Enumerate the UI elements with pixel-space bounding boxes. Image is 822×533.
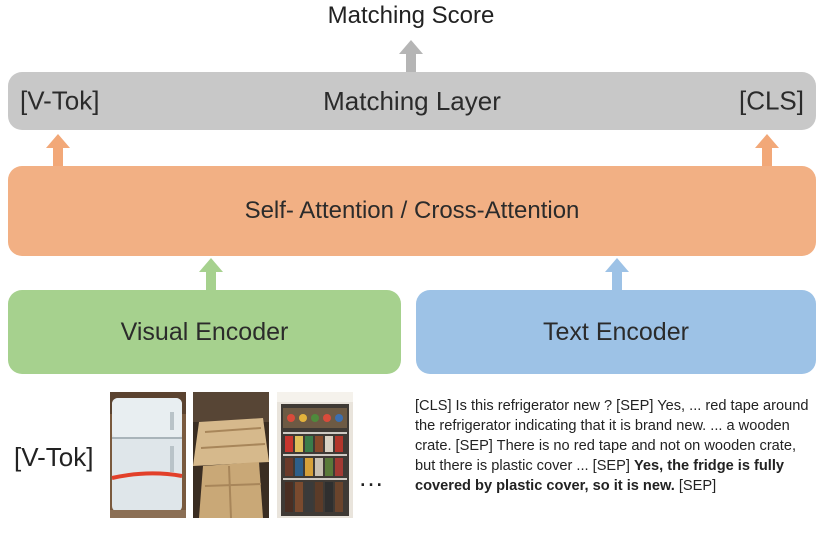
matching-layer-vtok-label: [V-Tok] <box>20 85 100 116</box>
dialogue-answer-bold: Yes, the fridge is fully covered by plas… <box>415 458 785 494</box>
dialogue-text-part2: [SEP] <box>674 478 717 494</box>
visual-token-label: [V-Tok] <box>14 442 94 472</box>
matching-layer-label: Matching Layer <box>323 85 501 116</box>
wooden-crate-photo <box>193 392 269 518</box>
attention-block: Self- Attention / Cross-Attention <box>8 166 816 256</box>
visual-encoder-label: Visual Encoder <box>120 317 289 346</box>
visual-encoder-arrow <box>199 258 223 290</box>
text-encoder-box: Text Encoder <box>416 290 816 374</box>
output-arrow <box>399 40 423 72</box>
matching-score-label: Matching Score <box>327 2 495 29</box>
dialogue-text-part1: [CLS] Is this refrigerator new ? [SEP] Y… <box>415 398 809 474</box>
attention-label: Self- Attention / Cross-Attention <box>244 197 580 224</box>
more-images-ellipsis: … <box>358 462 385 492</box>
store-shelf-photo <box>277 392 353 518</box>
matching-layer-box: [V-Tok] Matching Layer [CLS] <box>8 72 816 130</box>
refrigerator-photo <box>110 392 186 518</box>
text-encoder-arrow <box>605 258 629 290</box>
matching-layer-cls-label: [CLS] <box>738 85 804 116</box>
visual-encoder-box: Visual Encoder <box>8 290 401 374</box>
dialogue-text: [CLS] Is this refrigerator new ? [SEP] Y… <box>415 396 820 496</box>
text-encoder-label: Text Encoder <box>543 317 689 346</box>
attention-to-vtok-arrow <box>46 134 70 166</box>
attention-to-cls-arrow <box>755 134 779 166</box>
